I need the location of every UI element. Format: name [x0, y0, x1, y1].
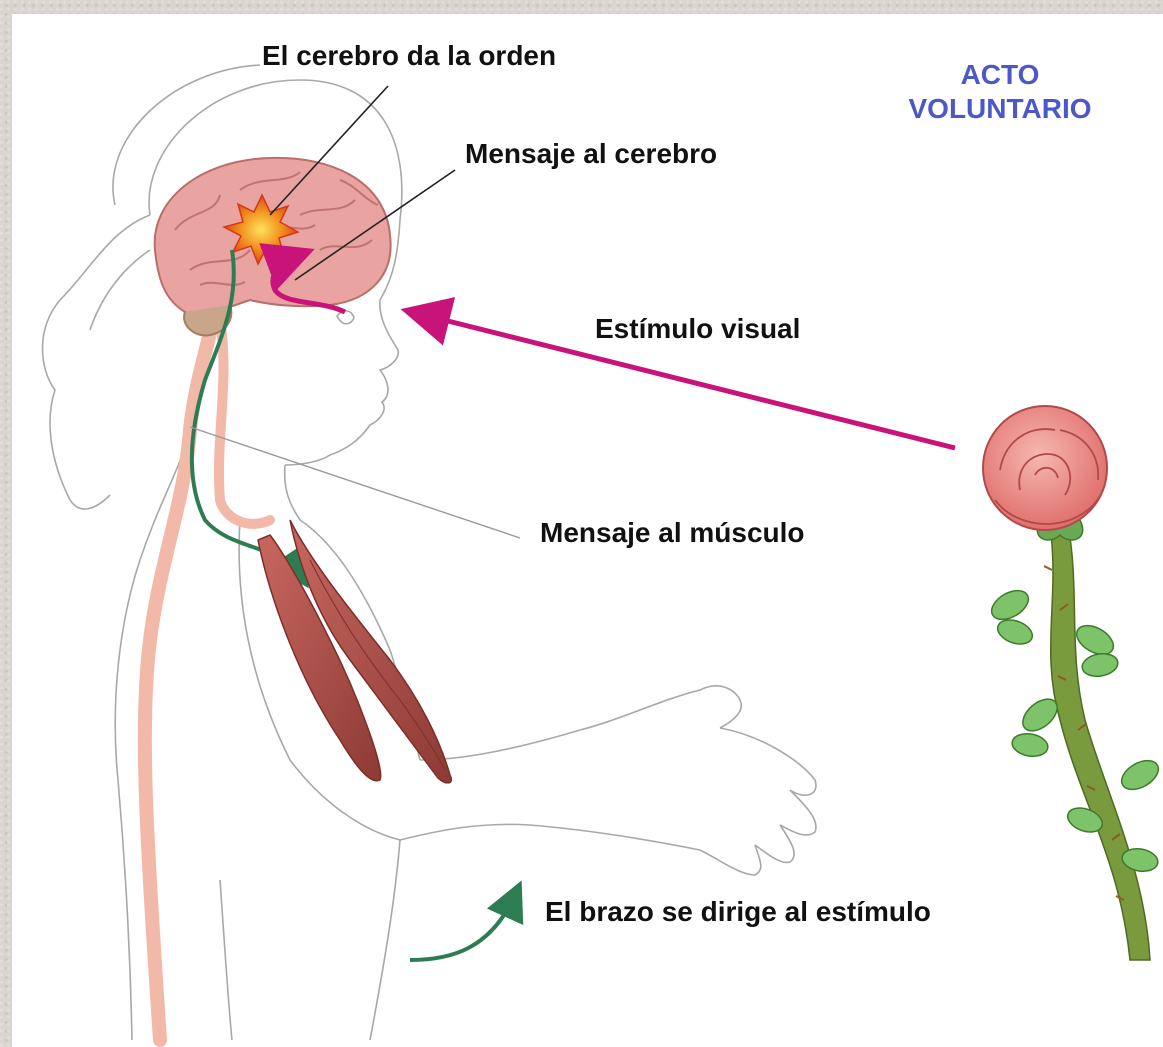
arm-muscles [257, 519, 452, 784]
diagram-title: ACTO VOLUNTARIO [870, 58, 1130, 126]
muscle-leader-line [189, 426, 521, 539]
label-arm-moves: El brazo se dirige al estímulo [545, 896, 931, 927]
girl-outline [41, 64, 817, 1041]
sensory-path-arrow [259, 243, 347, 315]
rose-icon [982, 405, 1160, 961]
label-visual-stimulus: Estímulo visual [595, 313, 801, 344]
label-message-brain: Mensaje al cerebro [465, 138, 718, 169]
arm-direction-arrow [409, 880, 524, 962]
motor-path-arrow [189, 249, 309, 589]
title-line-1: ACTO [960, 59, 1040, 90]
title-line-2: VOLUNTARIO [908, 93, 1092, 124]
label-message-muscle: Mensaje al músculo [540, 517, 805, 548]
visual-stimulus-arrow [400, 297, 956, 451]
leader-lines [269, 85, 456, 281]
arm-nerve [213, 315, 275, 529]
spinal-nerve [137, 283, 227, 1047]
label-brain-order: El cerebro da la orden [262, 40, 557, 71]
